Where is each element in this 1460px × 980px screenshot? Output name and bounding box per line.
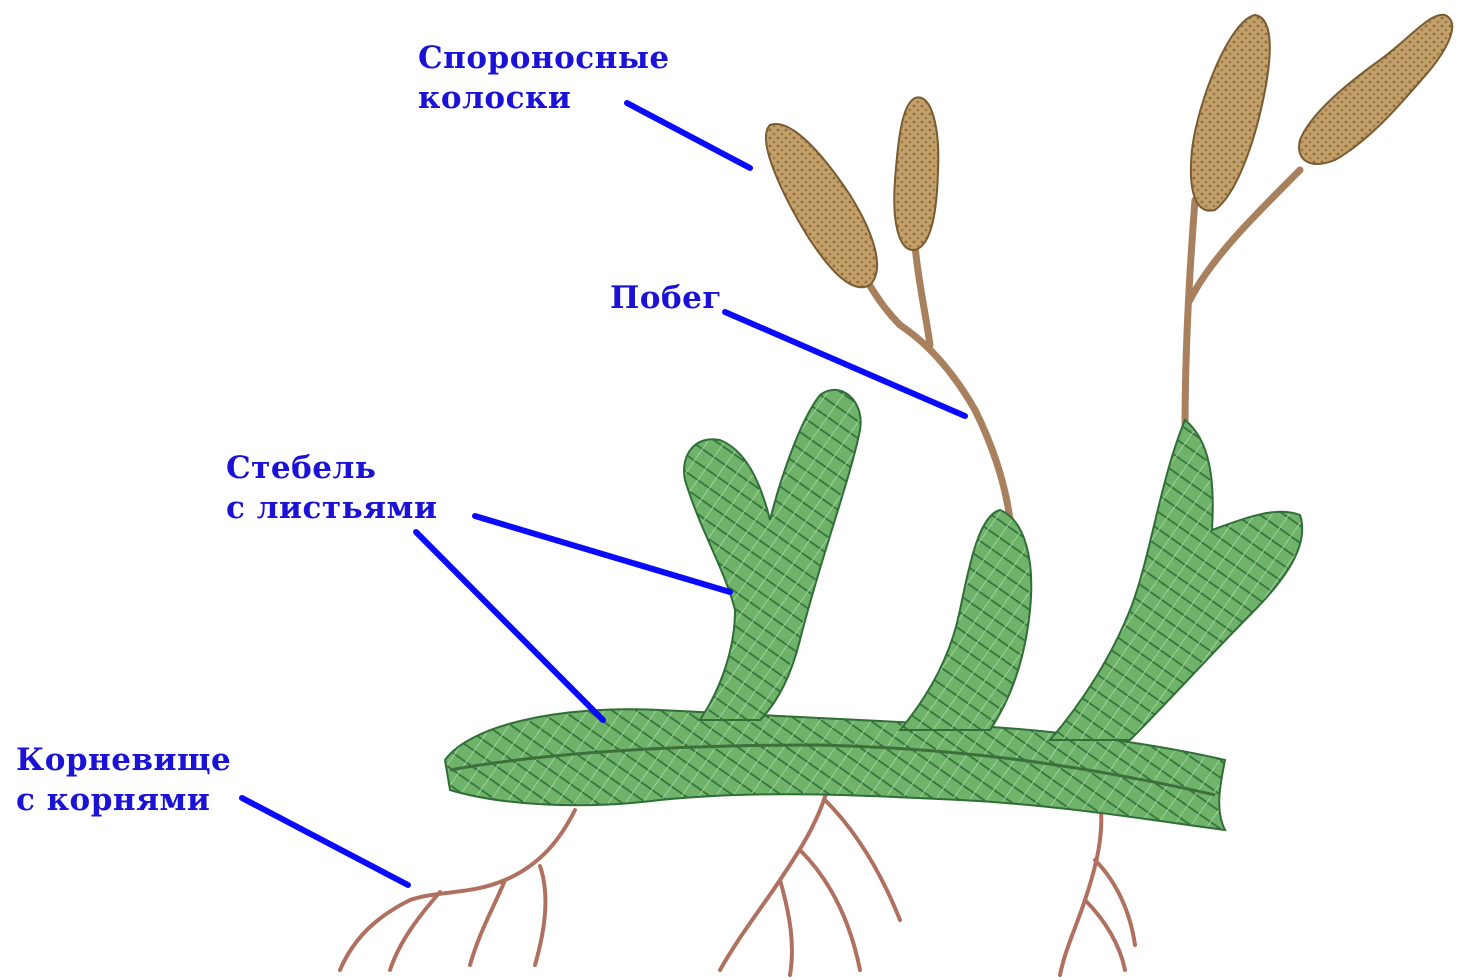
leafy-branch-1	[684, 390, 861, 720]
spore-cone-1	[766, 124, 877, 287]
leafy-branch-3	[1050, 420, 1302, 740]
label-spore-cones-line2: колоски	[418, 78, 670, 118]
label-rhizome: Корневище с корнями	[16, 740, 231, 820]
root-middle-branch-2	[780, 880, 792, 975]
roots	[340, 780, 1135, 975]
stalk-right-shoot	[1185, 200, 1195, 430]
leader-line-stem-upper	[475, 516, 730, 592]
leader-line-rhizome	[242, 798, 408, 885]
label-stem-line2: с листьями	[226, 488, 437, 528]
label-shoot-line1: Побег	[610, 278, 722, 318]
label-stem-line1: Стебель	[226, 448, 437, 488]
root-right-branch-2	[1085, 900, 1125, 970]
label-stem: Стебель с листьями	[226, 448, 437, 528]
spore-cone-4	[1299, 15, 1452, 164]
stalk-left-shoot-fork	[915, 245, 930, 345]
leader-line-stem-lower	[416, 532, 603, 720]
spore-cones	[766, 15, 1452, 287]
root-right-branch-1	[1095, 860, 1135, 945]
label-spore-cones-line1: Спороносные	[418, 38, 670, 78]
root-middle-branch-1	[800, 850, 860, 970]
label-shoot: Побег	[610, 278, 722, 318]
root-left-branch-3	[535, 866, 545, 965]
leafy-branch-2	[900, 510, 1031, 730]
label-rhizome-line1: Корневище	[16, 740, 231, 780]
root-left-branch-1	[470, 880, 505, 965]
root-middle	[720, 780, 830, 970]
label-spore-cones: Спороносные колоски	[418, 38, 670, 118]
spore-cone-3	[1191, 15, 1270, 211]
leafy-stems	[445, 390, 1302, 830]
root-right	[1060, 800, 1101, 975]
root-left-branch-2	[390, 892, 440, 970]
spore-cone-2	[894, 97, 938, 250]
stalk-left-shoot	[860, 270, 1010, 520]
label-rhizome-line2: с корнями	[16, 780, 231, 820]
